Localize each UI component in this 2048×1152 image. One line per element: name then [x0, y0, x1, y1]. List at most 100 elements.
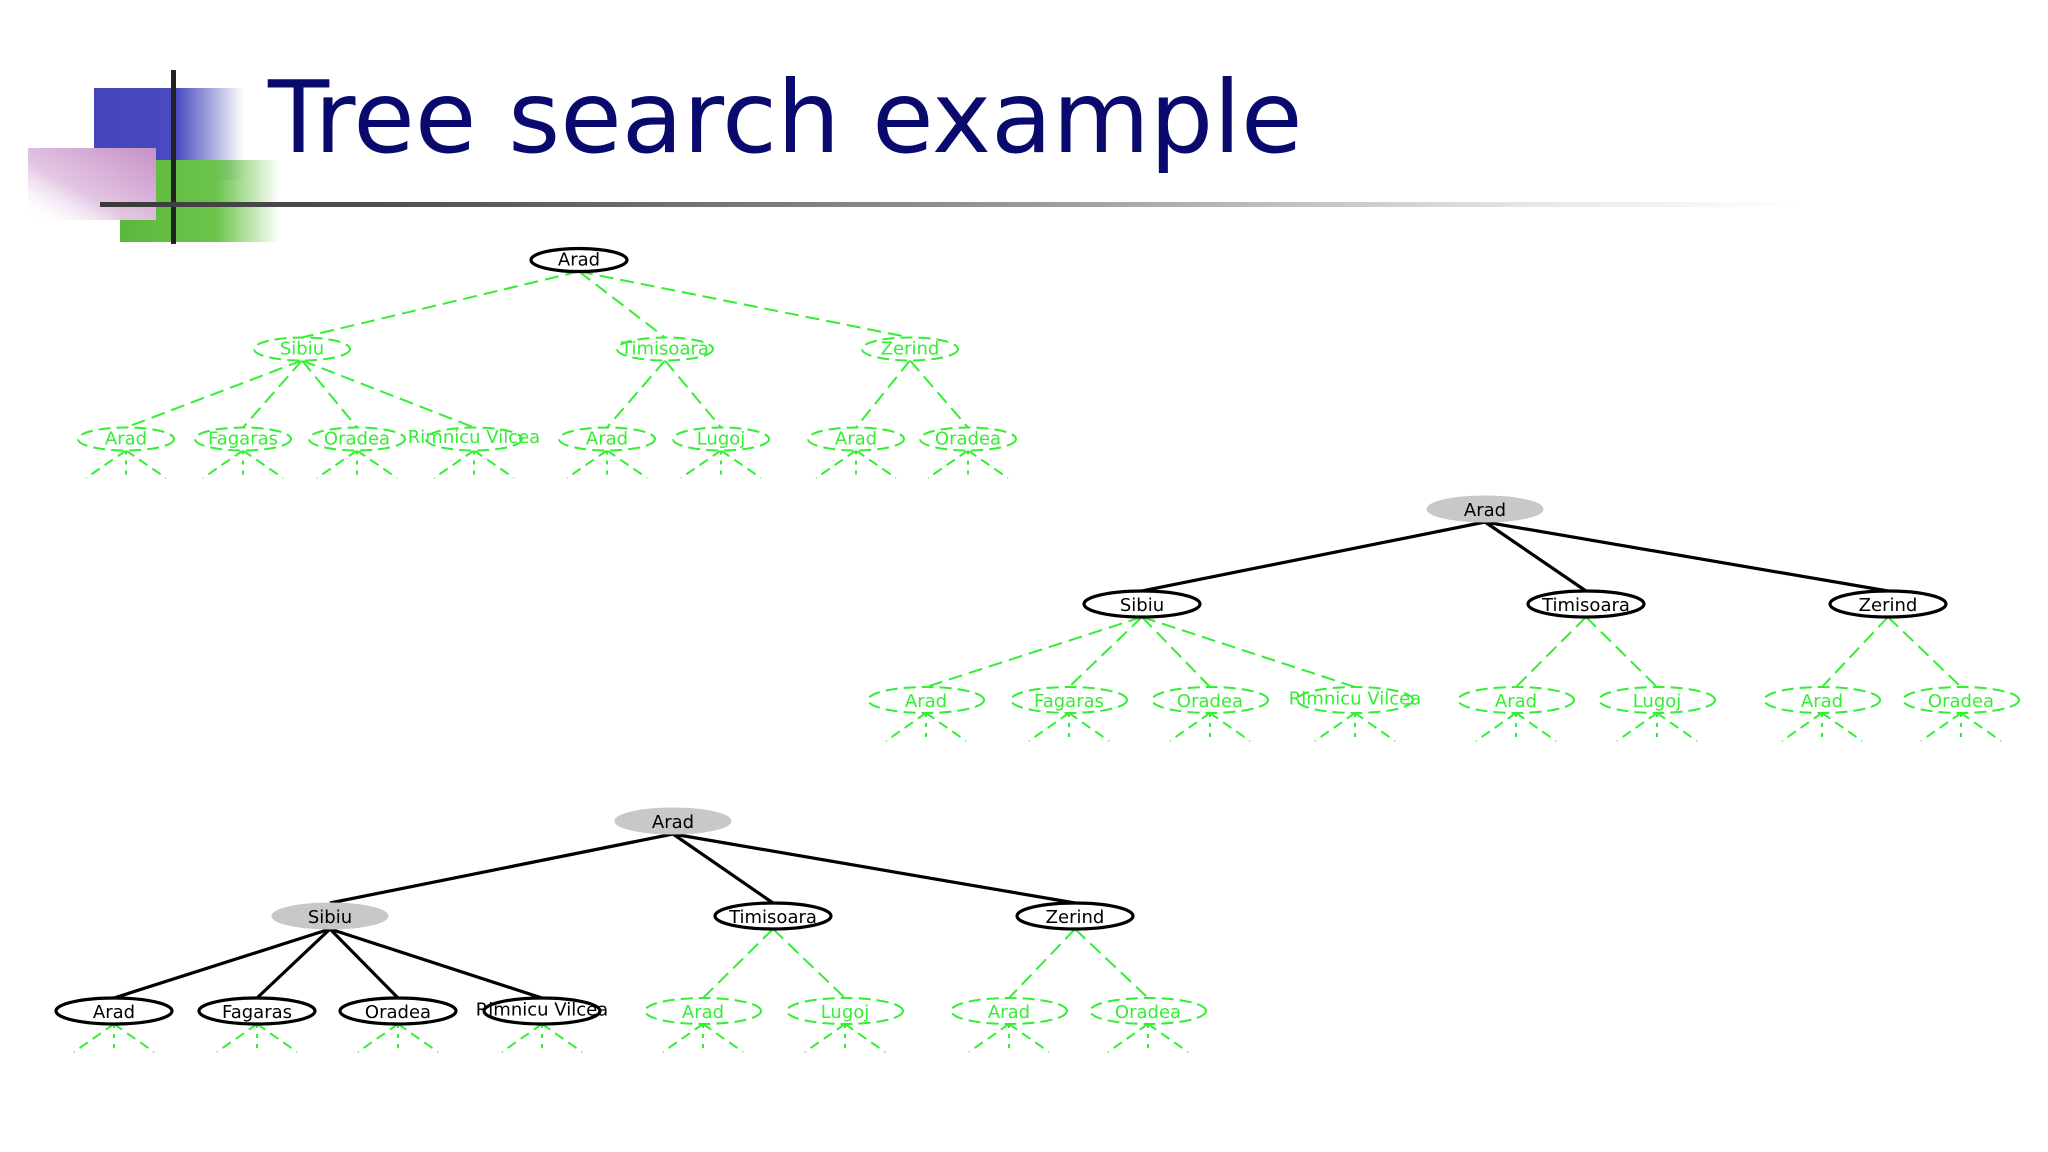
- node-label: Oradea: [1928, 691, 1994, 712]
- node-arad: Arad: [558, 426, 656, 452]
- tree-edge: [113, 927, 331, 1000]
- unexpanded-branch: [662, 1023, 704, 1053]
- tree-edge: [855, 359, 911, 429]
- tree-edge: [1141, 520, 1486, 593]
- unexpanded-branch: [202, 449, 244, 479]
- node-label: Zerind: [1046, 907, 1105, 928]
- node-ellipse: [616, 336, 714, 362]
- unexpanded-branch: [501, 1023, 543, 1053]
- unexpanded-branch: [1169, 712, 1211, 742]
- unexpanded-branch: [702, 1023, 744, 1053]
- node-label: Arad: [1801, 691, 1843, 712]
- tree-edge: [1484, 520, 1587, 593]
- unexpanded-branch: [1107, 1023, 1149, 1053]
- unexpanded-branch: [357, 1023, 399, 1053]
- node-label: Arad: [1464, 500, 1506, 521]
- tree-edge: [255, 927, 332, 1000]
- node-ellipse: [1151, 686, 1269, 714]
- node-fagaras: Fagaras: [197, 996, 317, 1026]
- unexpanded-branch: [855, 449, 897, 479]
- node-ellipse: [786, 997, 904, 1025]
- node-oradea: Oradea: [338, 996, 458, 1026]
- node-lugoj: Lugoj: [1598, 686, 1716, 714]
- node-ellipse: [308, 426, 406, 452]
- node-zerind: Zerind: [861, 336, 959, 362]
- node-arad: Arad: [950, 997, 1068, 1025]
- unexpanded-branch: [125, 449, 167, 479]
- node-arad: Arad: [77, 426, 175, 452]
- unexpanded-branch: [815, 449, 857, 479]
- tree-edge: [1068, 616, 1143, 688]
- unexpanded-branch: [927, 449, 969, 479]
- node-label: Fagaras: [222, 1002, 292, 1023]
- node-arad: Arad: [807, 426, 905, 452]
- node-label: Oradea: [1115, 1002, 1181, 1023]
- title-rule: [100, 202, 1800, 207]
- node-zerind: Zerind: [1828, 589, 1948, 619]
- node-rimnicu-vilcea: Rimnicu Vilcea: [476, 996, 608, 1026]
- node-ellipse: [77, 426, 175, 452]
- node-ellipse: [807, 426, 905, 452]
- node-sibiu: Sibiu: [253, 336, 351, 362]
- tree-edge: [329, 927, 543, 1000]
- node-fagaras: Fagaras: [194, 426, 292, 452]
- node-label: Arad: [652, 812, 694, 833]
- unexpanded-branch: [1209, 712, 1251, 742]
- tree-edge: [329, 832, 674, 905]
- unexpanded-branch: [397, 1023, 439, 1053]
- node-ellipse: [253, 336, 351, 362]
- node-label: Arad: [682, 1002, 724, 1023]
- node-label: Rimnicu Vilcea: [476, 1000, 608, 1021]
- node-ellipse: [861, 336, 959, 362]
- node-ellipse: [1082, 589, 1202, 619]
- node-arad: Arad: [1763, 686, 1881, 714]
- node-arad: Arad: [644, 997, 762, 1025]
- node-label: Arad: [988, 1002, 1030, 1023]
- node-ellipse: [1526, 589, 1646, 619]
- node-label: Fagaras: [1034, 691, 1104, 712]
- tree-edge: [242, 359, 303, 429]
- unexpanded-branch: [1821, 712, 1863, 742]
- node-ellipse: [1089, 997, 1207, 1025]
- node-lugoj: Lugoj: [672, 426, 770, 452]
- node-arad: Arad: [529, 246, 629, 274]
- node-ellipse: [338, 996, 458, 1026]
- node-arad: Arad: [867, 686, 985, 714]
- tree-edge: [672, 832, 1076, 905]
- unexpanded-branch: [720, 449, 762, 479]
- node-fagaras: Fagaras: [1010, 686, 1128, 714]
- node-label: Rimnicu Vilcea: [1289, 689, 1421, 710]
- node-oradea: Oradea: [308, 426, 406, 452]
- slide-logo: [28, 70, 280, 244]
- tree-edge: [1484, 520, 1889, 593]
- node-label: Arad: [1495, 691, 1537, 712]
- node-ellipse: [425, 426, 523, 452]
- node-label: Arad: [905, 691, 947, 712]
- node-ellipse: [1457, 686, 1575, 714]
- tree-edge: [606, 359, 666, 429]
- node-arad: Arad: [614, 807, 732, 835]
- tree-edge: [1074, 928, 1149, 999]
- unexpanded-branch: [85, 449, 127, 479]
- node-label: Lugoj: [821, 1002, 870, 1023]
- unexpanded-branch: [1147, 1023, 1189, 1053]
- tree-edge: [1515, 616, 1587, 688]
- unexpanded-branch: [316, 449, 358, 479]
- slide-title: Tree search example: [268, 59, 1303, 176]
- tree-edge: [301, 270, 580, 339]
- node-label: Oradea: [324, 428, 390, 449]
- tree-edge: [301, 359, 475, 429]
- node-ellipse: [713, 901, 833, 931]
- tree-edge: [1821, 616, 1889, 688]
- unexpanded-branch: [73, 1023, 115, 1053]
- unexpanded-branch: [967, 449, 1009, 479]
- unexpanded-branch: [541, 1023, 583, 1053]
- tree-edge: [1141, 616, 1356, 688]
- node-lugoj: Lugoj: [786, 997, 904, 1025]
- tree-edge: [672, 832, 774, 905]
- node-label: Arad: [105, 428, 147, 449]
- node-ellipse: [194, 426, 292, 452]
- node-label: Lugoj: [1633, 691, 1682, 712]
